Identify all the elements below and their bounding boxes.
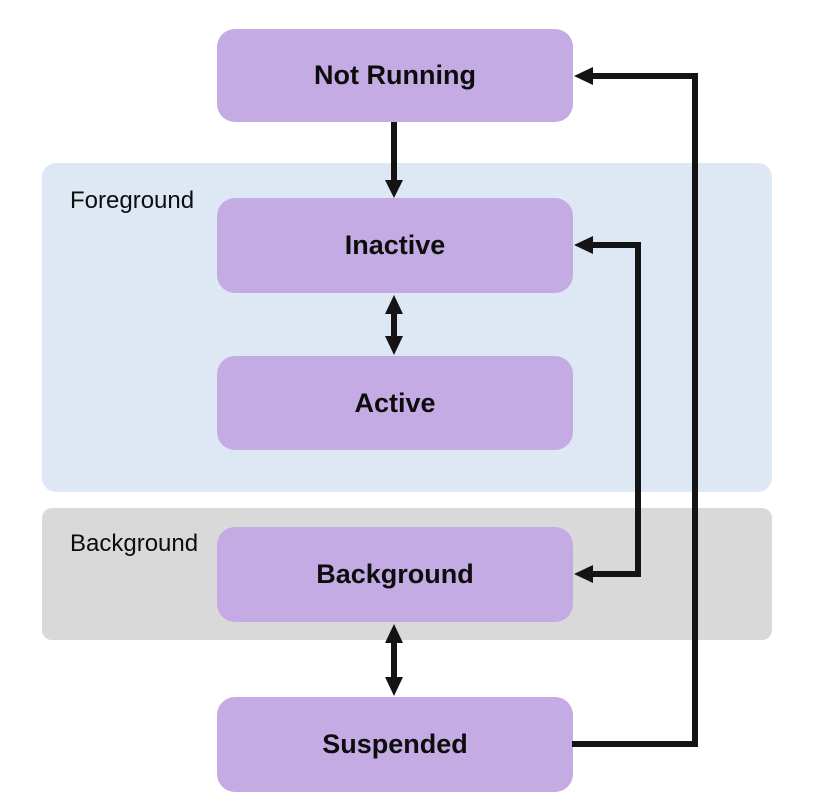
state-not-running: Not Running [217,29,573,122]
state-inactive: Inactive [217,198,573,293]
state-suspended: Suspended [217,697,573,792]
state-active-label: Active [354,387,436,418]
state-inactive-label: Inactive [344,230,446,260]
foreground-region-label: Foreground [70,187,195,214]
state-suspended-label: Suspended [322,729,468,759]
arrowhead-down-into-suspended [385,677,403,696]
arrowhead-left-into-not-running [574,67,593,85]
state-not-running-label: Not Running [314,60,476,90]
background-region-label: Background [70,530,199,557]
state-active: Active [217,356,573,450]
state-background-label: Background [316,559,474,589]
state-background: Background [217,527,573,622]
